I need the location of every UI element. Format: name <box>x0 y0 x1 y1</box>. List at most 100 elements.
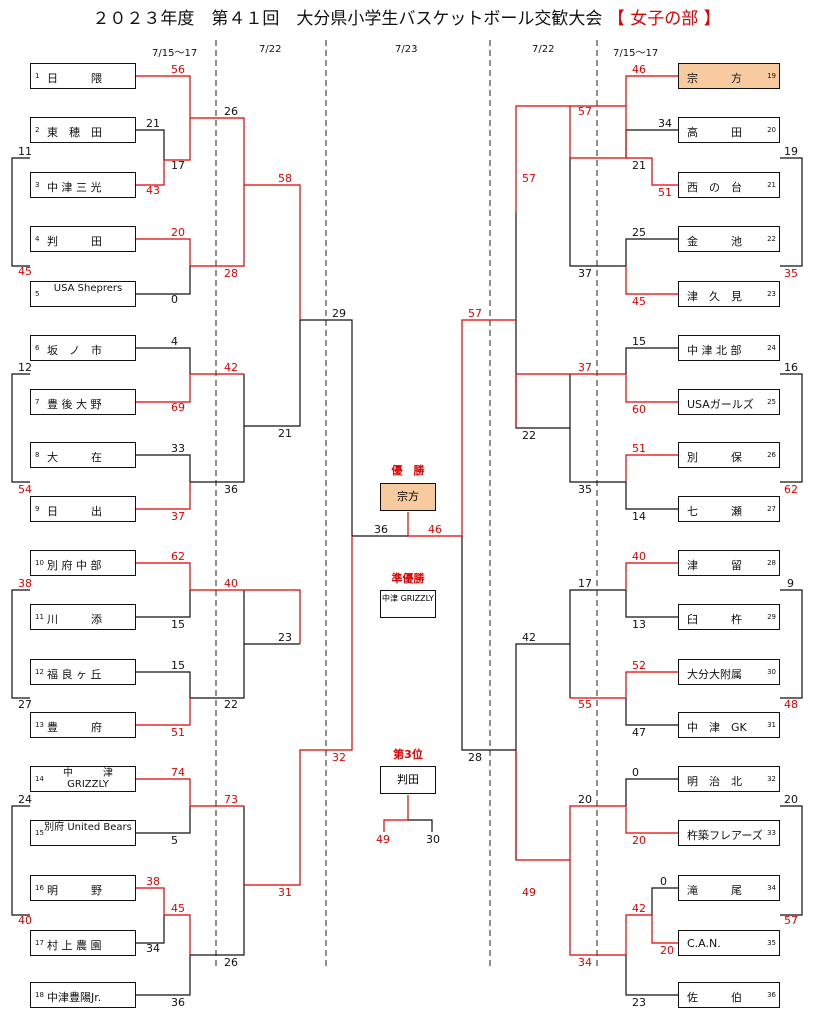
score-l14: 74 <box>171 766 185 779</box>
team-name: 日 出 <box>47 505 102 518</box>
score-r3435: 42 <box>632 902 646 915</box>
runner-up-label: 準優勝 <box>391 572 425 585</box>
final-score-left: 36 <box>374 523 388 536</box>
score-r-r3c: 42 <box>522 631 536 644</box>
team-number: 20 <box>767 126 776 134</box>
team-number: 18 <box>35 991 44 999</box>
team-name: 判 田 <box>47 235 102 248</box>
team-number: 30 <box>767 668 776 676</box>
team-number: 14 <box>35 775 44 783</box>
score-l12: 15 <box>171 659 185 672</box>
score-l-r2g: 73 <box>224 793 238 806</box>
team-number: 10 <box>35 559 44 567</box>
score-l-r2c: 42 <box>224 361 238 374</box>
pool-score-r62: 62 <box>784 483 798 496</box>
team-number: 24 <box>767 344 776 352</box>
team-name: USA Sheprers <box>53 283 123 294</box>
team-name: 宗 方 <box>687 72 742 85</box>
team-name: 杵築フレアーズ <box>687 829 763 842</box>
score-r31: 47 <box>632 726 646 739</box>
score-r34: 0 <box>660 875 667 888</box>
score-l4: 20 <box>171 226 185 239</box>
team-number: 22 <box>767 235 776 243</box>
score-r33: 20 <box>632 834 646 847</box>
score-l3: 43 <box>146 184 160 197</box>
score-r21: 51 <box>658 186 672 199</box>
team-number: 6 <box>35 344 40 352</box>
pool-score-r9: 9 <box>787 577 794 590</box>
team-name: 大分大附属 <box>687 668 742 681</box>
score-l-r4b: 32 <box>332 751 346 764</box>
team-name: 別 保 <box>687 451 742 464</box>
score-r23: 45 <box>632 295 646 308</box>
score-l1617: 45 <box>171 902 185 915</box>
team-number: 35 <box>767 939 776 947</box>
pool-score-r48: 48 <box>784 698 798 711</box>
right-team-25: 25 USAガールズ <box>678 389 780 415</box>
team-number: 29 <box>767 613 776 621</box>
score-l-r3b: 21 <box>278 427 292 440</box>
date-r2-right: 7/22 <box>532 44 555 55</box>
team-number: 21 <box>767 181 776 189</box>
score-r26: 51 <box>632 442 646 455</box>
team-name: 明 治 北 <box>687 775 742 788</box>
team-number: 19 <box>767 72 776 80</box>
team-name: C.A.N. <box>687 937 721 950</box>
team-name: 村 上 農 園 <box>47 939 102 952</box>
score-l16: 38 <box>146 875 160 888</box>
third-score-b: 30 <box>426 833 440 846</box>
score-r35: 20 <box>660 944 674 957</box>
division-label: 【 女子の部 】 <box>607 9 721 29</box>
score-l-r2h: 26 <box>224 956 238 969</box>
score-r-r2e: 17 <box>578 577 592 590</box>
score-r-r2c: 37 <box>578 361 592 374</box>
team-number: 11 <box>35 613 44 621</box>
team-number: 16 <box>35 884 44 892</box>
team-number: 34 <box>767 884 776 892</box>
pool-score-l24: 24 <box>18 793 32 806</box>
score-r-r3d: 49 <box>522 886 536 899</box>
champion-box: 宗方 <box>380 483 436 511</box>
team-name: 中津豊陽Jr. <box>47 991 102 1004</box>
right-team-30: 30 大分大附属 <box>678 659 780 685</box>
score-r36: 23 <box>632 996 646 1009</box>
team-name: 中 津 北 部 <box>687 344 742 357</box>
team-name: 滝 尾 <box>687 884 742 897</box>
team-name: 豊 後 大 野 <box>47 398 102 411</box>
score-l-r2d: 36 <box>224 483 238 496</box>
score-l17: 34 <box>146 942 160 955</box>
score-r-r2h: 34 <box>578 956 592 969</box>
team-number: 3 <box>35 181 40 189</box>
score-r22: 25 <box>632 226 646 239</box>
team-number: 32 <box>767 775 776 783</box>
right-team-34: 34 滝 尾 <box>678 875 780 901</box>
pool-score-l38: 38 <box>18 577 32 590</box>
team-name: 川 添 <box>47 613 102 626</box>
score-r-r3a: 57 <box>522 172 536 185</box>
team-number: 4 <box>35 235 40 243</box>
score-r28: 40 <box>632 550 646 563</box>
team-name: 津 留 <box>687 559 742 572</box>
pool-score-r20: 20 <box>784 793 798 806</box>
right-team-35: 35 C.A.N. <box>678 930 780 956</box>
score-l-r3c: 23 <box>278 631 292 644</box>
team-name: USAガールズ <box>687 398 754 411</box>
score-r2021: 21 <box>632 159 646 172</box>
team-name: 豊 府 <box>47 721 102 734</box>
team-number: 25 <box>767 398 776 406</box>
right-team-24: 24 中 津 北 部 <box>678 335 780 361</box>
pool-score-r19: 19 <box>784 145 798 158</box>
